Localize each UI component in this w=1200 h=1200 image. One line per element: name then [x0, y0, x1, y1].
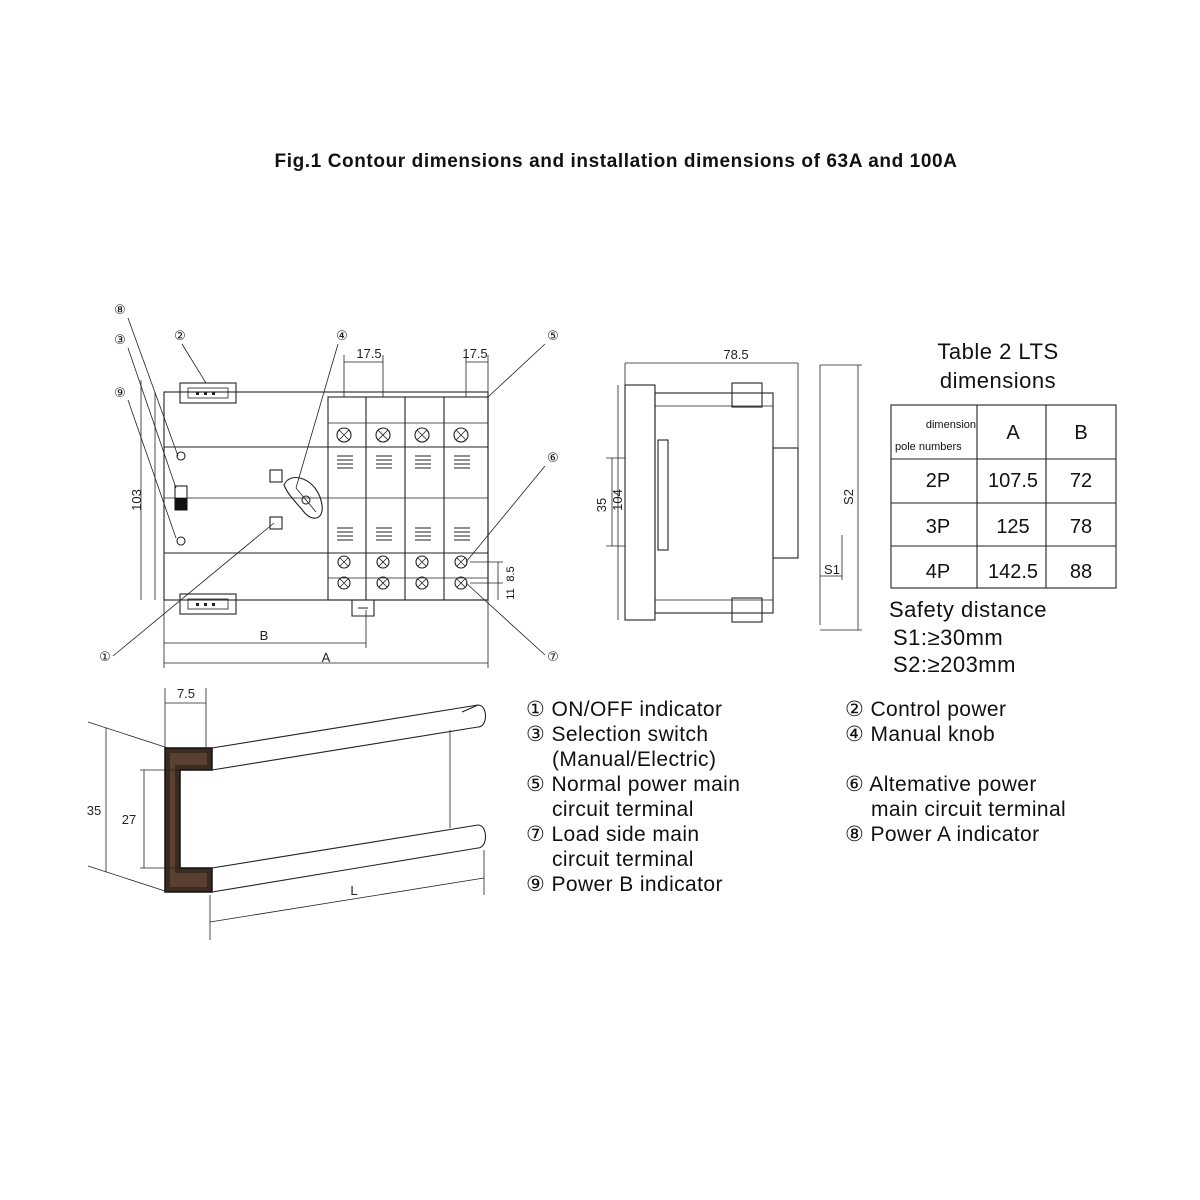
- legend-item-6: ⑥ Altemative power: [845, 773, 1037, 796]
- table-title-line2: dimensions: [940, 368, 1056, 393]
- callout-3: ③: [114, 333, 126, 348]
- safety-s1: S1:≥30mm: [893, 625, 1003, 650]
- callout-2: ②: [174, 329, 186, 344]
- table-header-b: B: [1074, 422, 1087, 444]
- callout-1: ①: [99, 650, 111, 665]
- figure-title: Fig.1 Contour dimensions and installatio…: [274, 151, 957, 172]
- switch-window-upper: [269, 469, 283, 483]
- table-row-b: 78: [1070, 516, 1092, 538]
- dim-8-5: 8.5: [505, 566, 517, 581]
- rail-dim-7-5: 7.5: [177, 686, 195, 701]
- legend: ① ON/OFF indicator ③ Selection switch (M…: [526, 698, 1066, 896]
- control-power-connector-top: [179, 382, 237, 404]
- dim-s1: S1: [824, 562, 840, 577]
- callout-9: ⑨: [114, 386, 126, 401]
- on-off-indicator: [269, 516, 283, 530]
- callout-8: ⑧: [114, 303, 126, 318]
- rail-dim-35: 35: [87, 803, 101, 818]
- dim-35-side: 35: [594, 498, 609, 512]
- legend-item-6-cont: main circuit terminal: [871, 798, 1066, 821]
- dim-a: A: [322, 650, 331, 665]
- manual-knob: [283, 476, 323, 519]
- safety-title: Safety distance: [889, 597, 1047, 622]
- dim-78-5: 78.5: [723, 347, 748, 362]
- legend-item-7: ⑦ Load side main: [526, 823, 700, 846]
- table-title-line1: Table 2 LTS: [937, 339, 1058, 364]
- table-corner-bottom: pole numbers: [895, 441, 962, 453]
- dim-b: B: [260, 628, 269, 643]
- power-b-indicator: [176, 536, 186, 546]
- table-row-pole: 4P: [926, 561, 950, 583]
- dim-103: 103: [129, 489, 144, 511]
- side-view: 78.5 35 104 S2 S1: [594, 347, 862, 631]
- vent-slots: [337, 455, 470, 541]
- legend-item-5-cont: circuit terminal: [552, 798, 694, 821]
- legend-item-7-cont: circuit terminal: [552, 848, 694, 871]
- power-a-indicator: [176, 451, 186, 461]
- top-terminal-screws: [336, 427, 469, 443]
- table-row-pole: 3P: [926, 516, 950, 538]
- din-rail: 7.5 35 27 L: [87, 686, 487, 940]
- legend-item-3-cont: (Manual/Electric): [552, 748, 716, 771]
- table-row-a: 142.5: [988, 561, 1038, 583]
- bottom-terminal-screws: [337, 555, 468, 590]
- callout-5: ⑤: [547, 329, 559, 344]
- legend-item-2: ② Control power: [845, 698, 1006, 721]
- table-row-b: 88: [1070, 561, 1092, 583]
- callout-4: ④: [336, 329, 348, 344]
- table-row-a: 125: [996, 516, 1029, 538]
- terminal-modules: [327, 396, 489, 601]
- legend-item-9: ⑨ Power B indicator: [526, 873, 723, 896]
- table-header-a: A: [1006, 422, 1020, 444]
- table-corner-top: dimension: [926, 419, 976, 431]
- safety-s2: S2:≥203mm: [893, 652, 1016, 677]
- legend-item-3: ③ Selection switch: [526, 723, 708, 746]
- table-row-pole: 2P: [926, 470, 950, 492]
- dim-s2: S2: [841, 489, 856, 505]
- dim-17-5-right: 17.5: [462, 346, 487, 361]
- rail-dim-l: L: [350, 883, 357, 898]
- rail-dim-27: 27: [122, 812, 136, 827]
- callout-7: ⑦: [547, 650, 559, 665]
- callout-6: ⑥: [547, 451, 559, 466]
- legend-item-4: ④ Manual knob: [845, 723, 995, 746]
- control-power-connector-bottom: [179, 593, 237, 615]
- dimension-table: Table 2 LTS dimensions dimension pole nu…: [890, 339, 1117, 589]
- dim-104: 104: [610, 489, 625, 511]
- front-view: 17.5 17.5 103 B A 8.5 11 ⑧ ③ ⑨ ② ④ ⑤ ⑥ ⑦…: [99, 303, 559, 668]
- table-row-a: 107.5: [988, 470, 1038, 492]
- legend-item-8: ⑧ Power A indicator: [845, 823, 1040, 846]
- legend-item-5: ⑤ Normal power main: [526, 773, 740, 796]
- table-row-b: 72: [1070, 470, 1092, 492]
- legend-item-1: ① ON/OFF indicator: [526, 698, 722, 721]
- dim-11: 11: [505, 588, 517, 599]
- dim-17-5-left: 17.5: [356, 346, 381, 361]
